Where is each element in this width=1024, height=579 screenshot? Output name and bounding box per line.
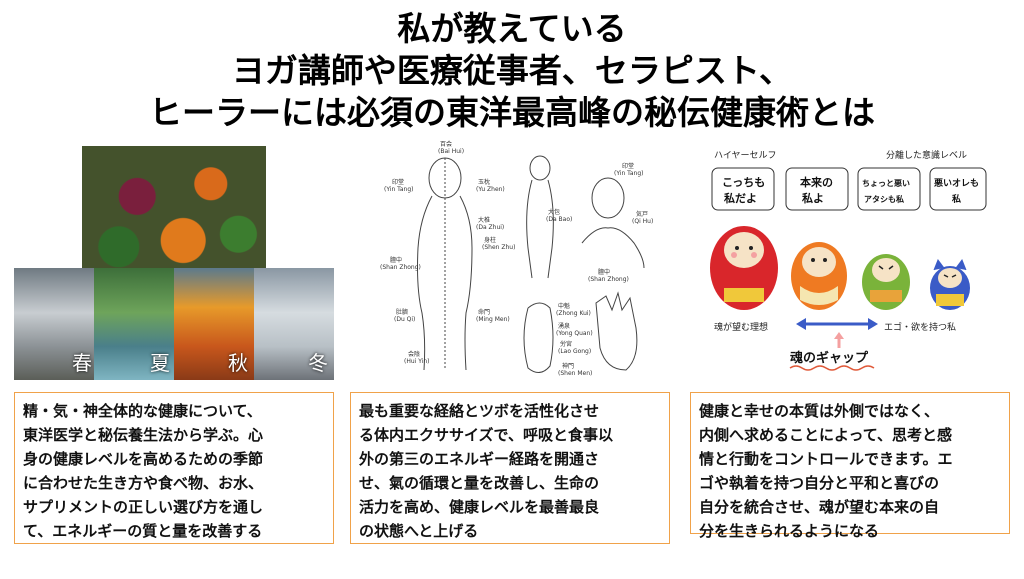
point-da-bao-py: (Da Bao) [546,216,572,223]
box-line: 東洋医学と秘伝養生法から学ぶ。心 [23,426,264,444]
box-line: 精・気・神全体的な健康について、 [23,402,262,420]
point-yong-quan: 湧泉 [558,322,570,330]
foot-figure [523,302,554,373]
svg-text:私だよ: 私だよ [724,191,757,205]
point-qi-hu-py: (Qi Hu) [632,218,653,225]
doll-red [710,226,778,310]
title-line-2: ヨガ講師や医療従事者、セラピスト、 [231,51,793,90]
box-line: 分を生きられるようになる [699,522,880,540]
point-shen-men-py: (Shen Men) [558,370,592,377]
doll-orange [791,242,847,310]
point-shan-zhong: 膻中 [390,256,402,264]
box-line: 身の健康レベルを高めるための季節 [23,450,264,468]
hand-figure [595,291,638,371]
box-line: の状態へと上げる [359,522,479,540]
spring-photo: 春 [14,268,96,380]
speech-bubble-4: 悪いオレも 私 [929,167,987,211]
box-line: 自分を統合させ、魂が望む本来の自 [699,498,940,516]
double-arrow [796,318,878,330]
text-box-right: 健康と幸せの本質は外側ではなく、 内側へ求めることによって、思考と感 情と行動を… [690,392,1010,540]
text-box-middle: 最も重要な経絡とツボを活性化させ る体内エクササイズで、呼吸と食事以 外の第三の… [350,392,670,544]
box-line: 健康と幸せの本質は外側ではなく、 [699,402,940,420]
point-yu-zhen-py: (Yu Zhen) [476,186,505,193]
summer-photo: 夏 [94,268,176,380]
point-shen-men: 神門 [562,362,574,370]
point-lao-gong: 労宮 [560,340,572,348]
season-label-winter: 冬 [308,351,328,375]
point-da-zhui-py: (Da Zhui) [476,224,504,231]
title-line-1: 私が教えている [397,9,627,48]
point-shan-zhong-2-py: (Shan Zhong) [588,276,629,283]
point-du-qi: 肚臍 [396,308,408,316]
head-figure [581,177,645,269]
point-zhong-kui-py: (Zhong Kui) [556,310,591,317]
point-da-bao: 大包 [548,208,560,216]
dolls-illustration: ハイヤーセルフ 分離した意識レベル こっちも 私だよ 本来の 私よ ちょっと悪い… [710,149,987,371]
meridian-diagram: 百会 (Bai Hui) 印堂 (Yin Tang) 玉枕 (Yu Zhen) … [380,140,653,377]
speech-bubble-1: こっちも 私だよ [711,167,775,211]
point-ming-men: 命門 [478,308,490,316]
point-ming-men-py: (Ming Men) [476,316,510,323]
speech-bubble-3: ちょっと悪い アタシも私 [857,167,921,211]
point-hui-yin: 会陰 [408,350,420,358]
box-line: サプリメントの正しい選び方を通し [23,498,264,516]
autumn-photo: 秋 [174,268,256,380]
page-title: 私が教えている ヨガ講師や医療従事者、セラピスト、 ヒーラーには必須の東洋最高峰… [0,8,1024,134]
svg-text:悪いオレも: 悪いオレも [934,178,979,189]
box-line: 情と行動をコントロールできます。エ [699,450,953,468]
svg-text:ちょっと悪い: ちょっと悪い [862,179,910,188]
box-line: て、エネルギーの質と量を改善する [23,522,263,540]
speech-bubble-2: 本来の 私よ [785,167,849,211]
box-line: る体内エクササイズで、呼吸と食事以 [359,426,613,444]
point-yin-tang-py: (Yin Tang) [384,186,413,193]
point-bai-hui-py: (Bai Hui) [438,148,464,155]
svg-text:こっちも: こっちも [722,176,765,189]
box-line: 最も重要な経絡とツボを活性化させ [359,402,600,420]
title-line-3: ヒーラーには必須の東洋最高峰の秘伝健康術とは [149,93,875,132]
side-figure [526,155,554,279]
wavy-underline [789,365,875,371]
text-box-left: 精・気・神全体的な健康について、 東洋医学と秘伝養生法から学ぶ。心 身の健康レベ… [14,392,334,544]
point-lao-gong-py: (Lao Gong) [558,348,591,355]
season-label-summer: 夏 [150,351,170,375]
point-hui-yin-py: (Hui Yin) [404,358,430,365]
point-shan-zhong-2: 膻中 [598,268,610,276]
box-line: に合わせた生き方や食べ物、お水、 [23,474,264,492]
svg-text:アタシも私: アタシも私 [864,194,904,204]
point-zhong-kui: 中魁 [558,302,570,310]
vegetables-photo [82,146,266,272]
separated-consciousness-label: 分離した意識レベル [886,149,967,161]
season-label-spring: 春 [72,351,92,375]
body-silhouette [417,157,473,371]
point-du-qi-py: (Du Qi) [394,316,415,323]
svg-text:私よ: 私よ [802,191,824,205]
box-line: 外の第三のエネルギー経路を開通さ [359,450,600,468]
point-yin-tang-2: 印堂 [622,162,634,170]
point-yin-tang: 印堂 [392,178,404,186]
point-yin-tang-2-py: (Yin Tang) [614,170,643,177]
box-line: せ、氣の循環と量を改善し、生命の [359,474,600,492]
point-qi-hu: 気戸 [636,210,648,218]
season-label-autumn: 秋 [228,351,248,375]
doll-blue [930,258,970,310]
ego-self-caption: エゴ・欲を持つ私 [884,321,956,333]
higher-self-label: ハイヤーセルフ [714,150,777,161]
box-line: 内側へ求めることによって、思考と感 [699,426,953,444]
point-shen-zhu: 身柱 [484,236,496,244]
soul-ideal-caption: 魂が望む理想 [714,321,768,333]
box-line: 活力を高め、健康レベルを最善最良 [359,498,600,516]
point-bai-hui: 百会 [440,140,452,148]
svg-text:私: 私 [951,193,961,205]
soul-gap-label: 魂のギャップ [790,350,869,366]
svg-text:本来の: 本来の [800,175,833,189]
point-yu-zhen: 玉枕 [478,178,490,186]
point-shan-zhong-py: (Shan Zhong) [380,264,421,271]
point-da-zhui: 大椎 [478,216,490,224]
point-yong-quan-py: (Yong Quan) [556,330,593,337]
point-shen-zhu-py: (Shen Zhu) [482,244,515,251]
box-line: ゴや執着を持つ自分と平和と喜びの [699,474,940,492]
up-arrow [834,332,844,348]
doll-green [862,254,910,310]
winter-photo: 冬 [254,268,334,380]
